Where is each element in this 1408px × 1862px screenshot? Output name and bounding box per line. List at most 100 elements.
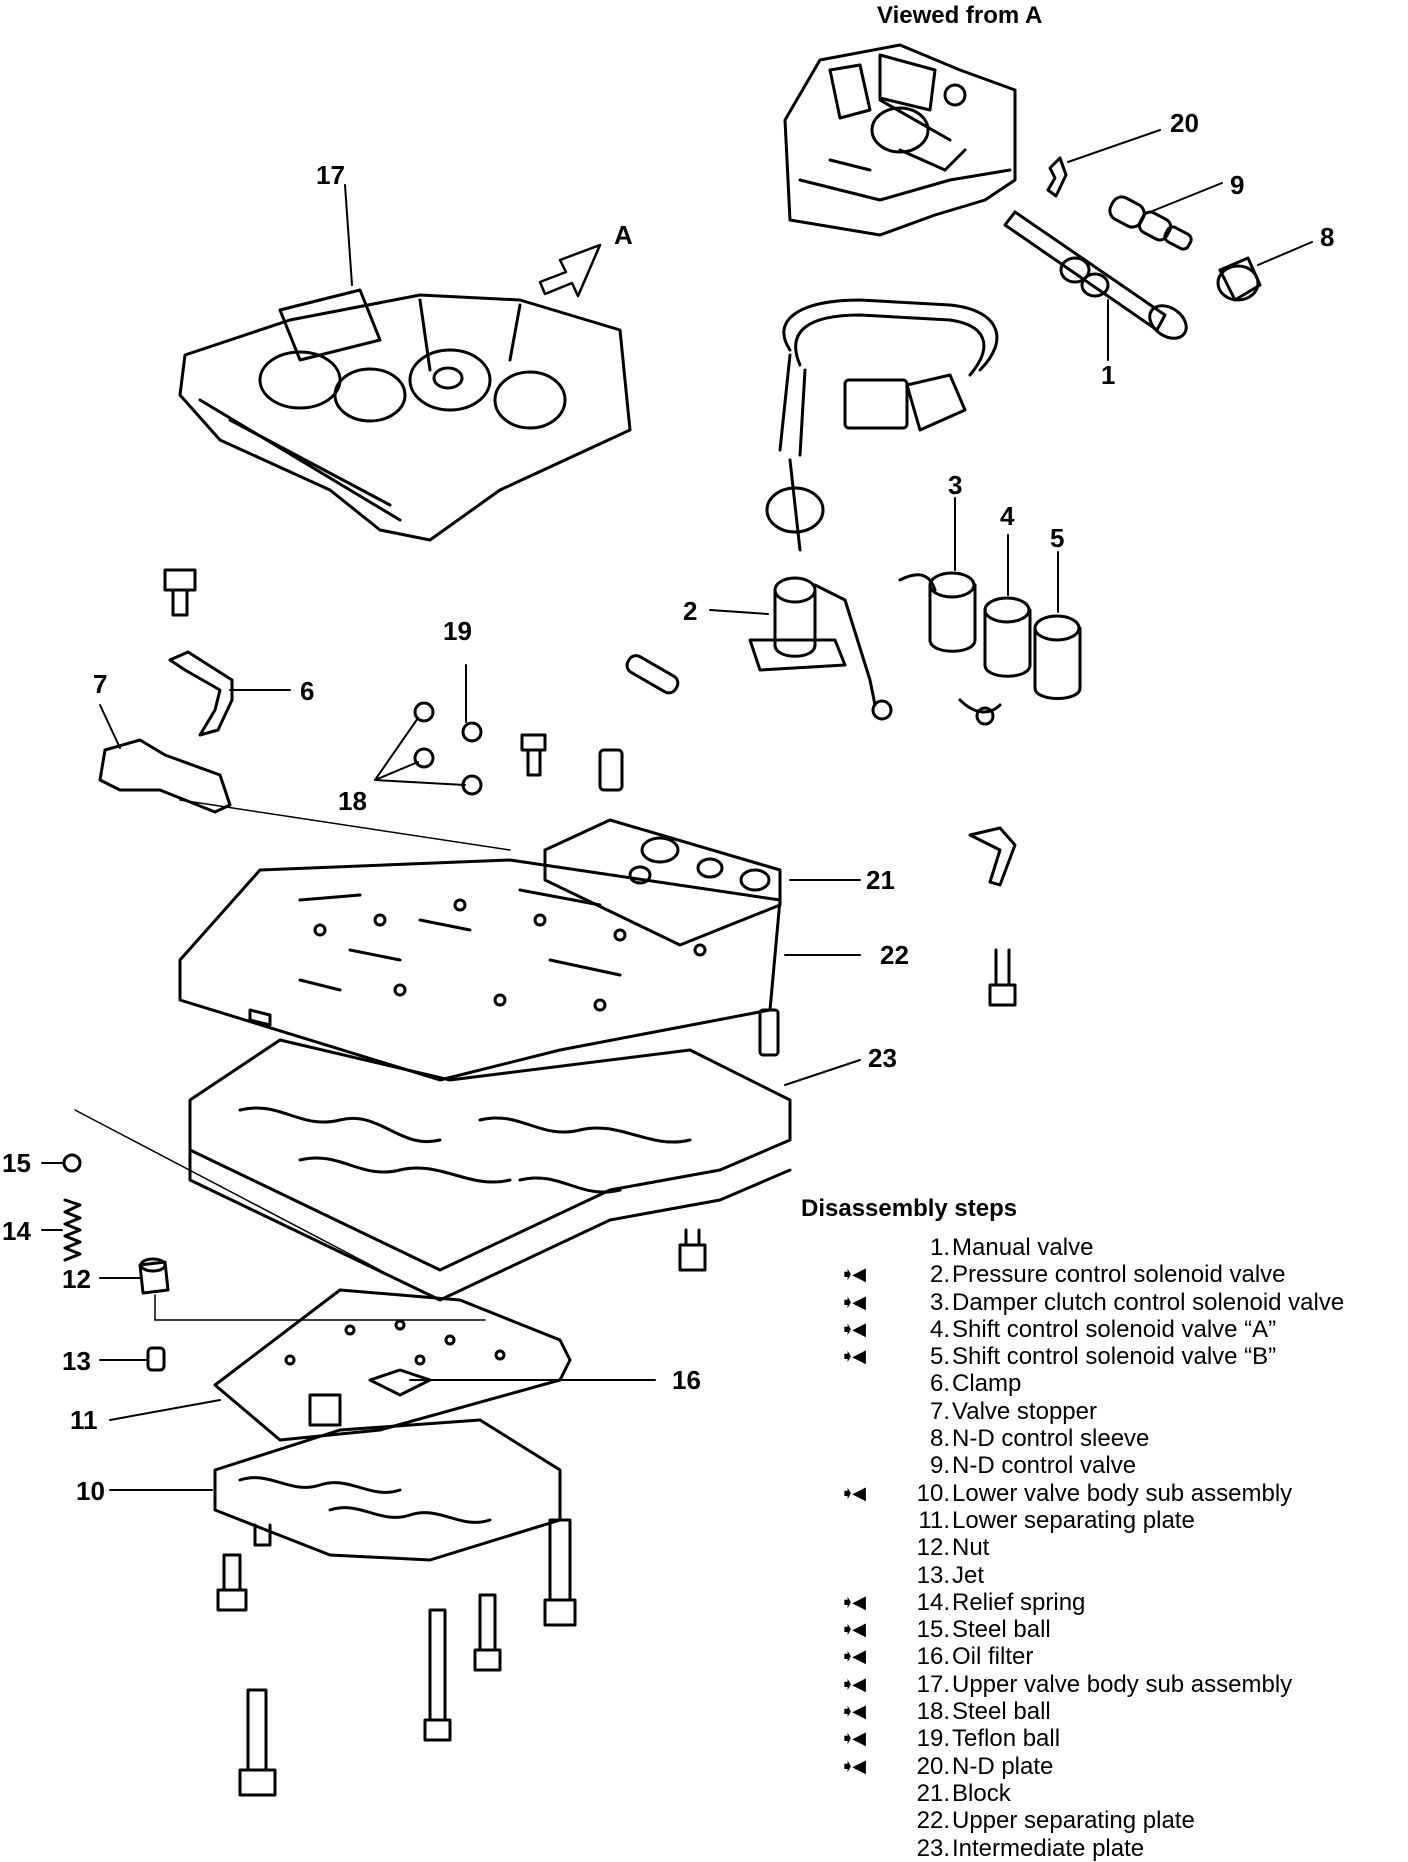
step-item: ➧◀18.Steel ball [840, 1698, 1408, 1725]
step-number: 14. [916, 1588, 950, 1616]
step-label: N-D plate [952, 1752, 1054, 1780]
callout-15: 15 [2, 1148, 31, 1178]
step-label: Relief spring [952, 1588, 1086, 1616]
step-mark-icon: ➧◀ [840, 1291, 866, 1313]
nut-part [138, 1257, 170, 1295]
callout-1: 1 [1101, 360, 1116, 390]
relief-spring-part [63, 1198, 82, 1262]
step-item: ➧◀5.Shift control solenoid valve “B” [840, 1343, 1408, 1370]
step-mark-icon: ➧◀ [840, 1318, 866, 1340]
step-label: Oil filter [952, 1643, 1034, 1671]
step-label: Damper clutch control solenoid valve [952, 1288, 1345, 1316]
step-label: Clamp [952, 1370, 1022, 1398]
manual-valve-part [1003, 210, 1188, 340]
step-number: 18. [916, 1698, 950, 1726]
step-label: Intermediate plate [952, 1834, 1145, 1862]
step-label: Lower separating plate [952, 1506, 1195, 1534]
step-number: 9. [929, 1452, 950, 1480]
lower-separating-plate-part [213, 1288, 572, 1442]
step-mark-icon: ➧◀ [840, 1482, 866, 1504]
step-number: 1. [929, 1234, 950, 1261]
step-label: Upper valve body sub assembly [952, 1670, 1293, 1698]
callout-21: 21 [866, 865, 895, 895]
bolt-part-right [678, 1228, 707, 1272]
mounting-bolts-part [216, 1518, 577, 1797]
pressure-control-solenoid-part [748, 576, 893, 721]
step-item: 12.Nut [840, 1534, 1408, 1561]
step-mark-icon: ➧◀ [840, 1673, 866, 1695]
callout-6: 6 [300, 676, 315, 706]
view-arrow-label: A [614, 220, 633, 250]
jet-part [146, 1346, 166, 1372]
step-label: N-D control valve [952, 1452, 1137, 1480]
step-item: ➧◀ 4.Shift control solenoid valve “A” [840, 1316, 1408, 1343]
clamp-part [168, 650, 234, 737]
step-mark-icon: ➧◀ [840, 1591, 866, 1613]
callout-16: 16 [672, 1365, 701, 1395]
callout-12: 12 [62, 1264, 91, 1294]
step-item: ➧◀ 14.Relief spring [840, 1589, 1408, 1616]
step-number: 2. [929, 1261, 950, 1289]
step-item: ➧◀ 17.Upper valve body sub assembly [840, 1671, 1408, 1698]
steel-ball-15-part [62, 1153, 82, 1173]
disassembly-steps-title: Disassembly steps [801, 1195, 1018, 1222]
step-number: 19. [916, 1725, 950, 1753]
callout-13: 13 [62, 1346, 91, 1376]
step-label: Block [952, 1779, 1011, 1807]
viewed-from-a-label: Viewed from A [877, 2, 1043, 29]
step-number: 16. [916, 1643, 950, 1671]
step-number: 17. [916, 1670, 950, 1698]
callout-17: 17 [316, 160, 345, 190]
step-number: 20. [916, 1752, 950, 1780]
step-number: 13. [916, 1561, 950, 1589]
step-item: 21.Block [840, 1780, 1408, 1807]
step-item: 7.Valve stopper [840, 1398, 1408, 1425]
step-number: 15. [916, 1616, 950, 1644]
step-number: 10. [916, 1479, 950, 1507]
bolt-and-dowel-part [520, 733, 624, 792]
step-mark-icon: ➧◀ [840, 1346, 866, 1368]
step-label: Nut [952, 1534, 990, 1562]
step-item: 13.Jet [840, 1562, 1408, 1589]
step-item: ➧◀20.N-D plate [840, 1753, 1408, 1780]
step-item: 23.Intermediate plate [840, 1835, 1408, 1862]
step-number: 4. [929, 1315, 950, 1343]
step-number: 23. [916, 1834, 950, 1862]
viewed-from-a-valve-body-drawing [783, 43, 1017, 237]
view-direction-arrow [538, 243, 602, 298]
step-item: ➧◀ 10.Lower valve body sub assembly [840, 1480, 1408, 1507]
step-label: Steel ball [952, 1616, 1051, 1644]
callout-7: 7 [93, 669, 108, 699]
step-number: 6. [929, 1370, 950, 1398]
step-number: 3. [929, 1288, 950, 1316]
solenoid-harness-drawing [765, 298, 999, 552]
step-item: ➧◀ 3.Damper clutch control solenoid valve [840, 1289, 1408, 1316]
callout-8: 8 [1320, 222, 1335, 252]
callout-20: 20 [1170, 108, 1199, 138]
step-label: Shift control solenoid valve “A” [952, 1315, 1277, 1343]
pin-part [625, 654, 680, 695]
callout-11: 11 [70, 1405, 98, 1435]
step-item: 8.N-D control sleeve [840, 1425, 1408, 1452]
step-number: 22. [916, 1807, 950, 1835]
callout-23: 23 [868, 1043, 897, 1073]
step-label: Upper separating plate [952, 1807, 1195, 1835]
callout-18: 18 [338, 786, 367, 816]
lower-valve-body-part [213, 1418, 562, 1562]
step-item: 6.Clamp [840, 1370, 1408, 1397]
step-number: 7. [929, 1397, 950, 1425]
step-number: 8. [929, 1425, 950, 1453]
callout-4: 4 [1000, 501, 1015, 531]
callout-3: 3 [948, 470, 963, 500]
step-number: 5. [929, 1343, 950, 1371]
step-label: Lower valve body sub assembly [952, 1479, 1293, 1507]
step-label: Steel ball [952, 1698, 1051, 1726]
step-label: Pressure control solenoid valve [952, 1261, 1286, 1289]
step-item: ➧◀19.Teflon ball [840, 1725, 1408, 1752]
solenoids-3-4-5-part [898, 571, 1082, 726]
step-item: 1.Manual valve [840, 1234, 1408, 1261]
step-mark-icon: ➧◀ [840, 1619, 866, 1641]
callout-9: 9 [1230, 170, 1245, 200]
callout-2: 2 [683, 596, 698, 626]
